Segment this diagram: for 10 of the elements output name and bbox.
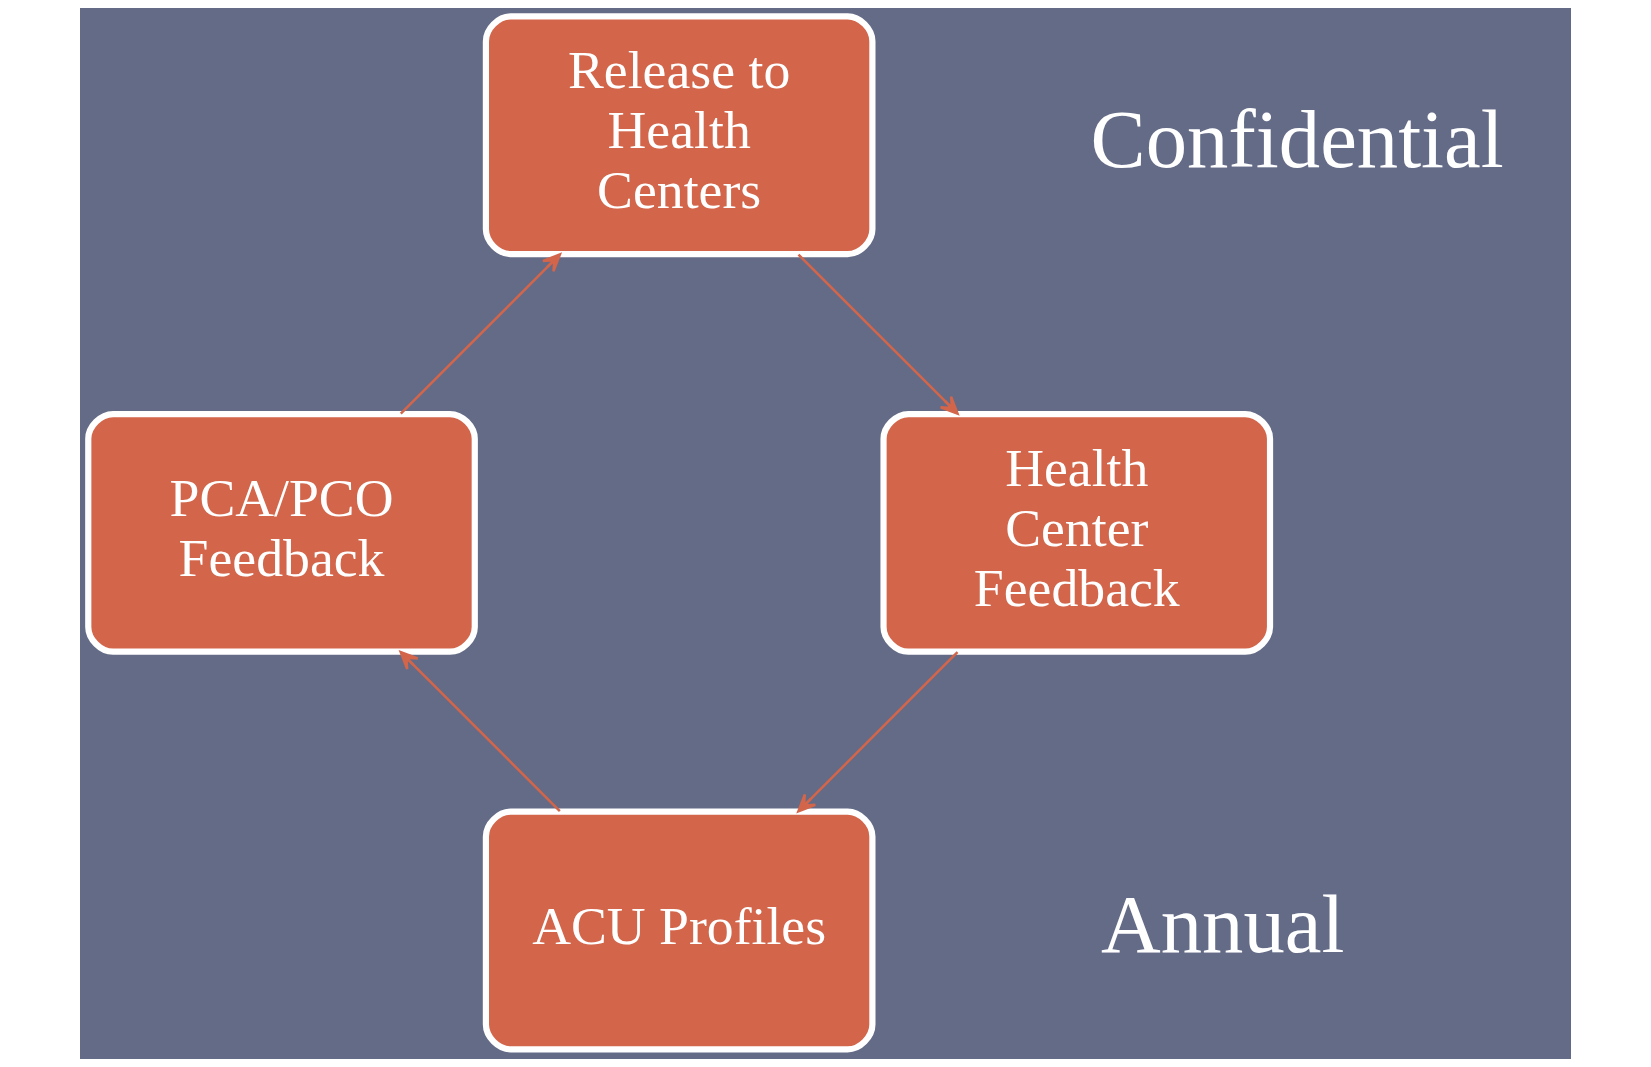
label: Annual <box>1101 878 1345 971</box>
node-box: Health Center Feedback <box>880 410 1274 655</box>
arrow <box>399 253 562 415</box>
arrow <box>797 253 959 415</box>
label: Confidential <box>1090 93 1504 186</box>
node-box: ACU Profiles <box>482 808 876 1053</box>
arrow <box>399 650 561 813</box>
node-box: Release to Health Centers <box>482 13 876 258</box>
arrow <box>797 651 959 813</box>
node-box: PCA/PCO Feedback <box>85 410 478 655</box>
